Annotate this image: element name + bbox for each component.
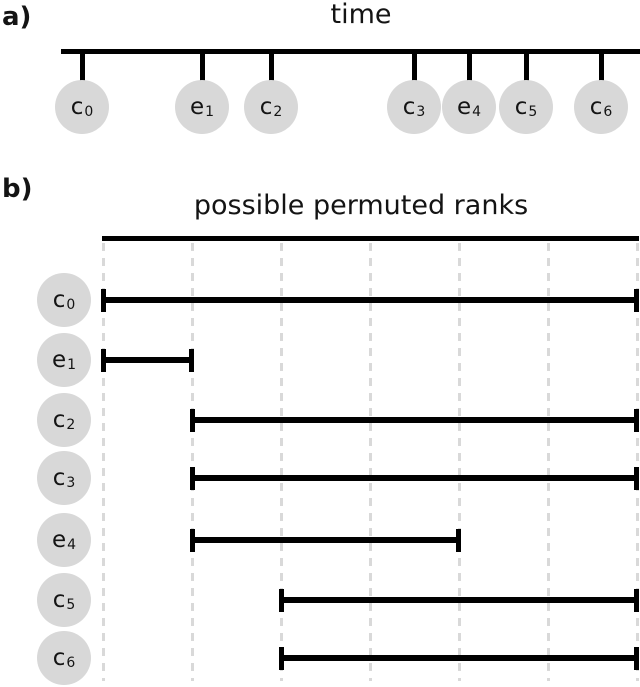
bar-cap-left-e4 — [190, 528, 195, 552]
timeline-tick-c6 — [599, 49, 604, 82]
node-label-subscript: 2 — [66, 417, 76, 433]
rank-gridline-2 — [280, 243, 283, 681]
panel-b-label: b) — [2, 174, 33, 204]
bar-cap-left-c0 — [101, 288, 106, 312]
node-label-subscript: 1 — [67, 357, 77, 373]
rank-bar-e1 — [101, 348, 194, 372]
bar-cap-right-e1 — [189, 348, 194, 372]
node-label-subscript: 4 — [67, 537, 77, 553]
node-label-subscript: 5 — [66, 597, 76, 613]
bar-cap-left-c5 — [279, 588, 284, 612]
timeline-tick-c0 — [80, 49, 85, 82]
node-label-subscript: 0 — [84, 104, 94, 120]
rank-gridline-0 — [102, 243, 105, 681]
node-label-letter: e — [189, 93, 205, 120]
node-label-subscript: 1 — [205, 104, 215, 120]
node-label-letter: c — [52, 464, 66, 491]
node-label-letter: c — [589, 93, 603, 120]
bar-cap-left-c3 — [190, 466, 195, 490]
node-label-subscript: 3 — [416, 104, 426, 120]
rank-gridline-6 — [636, 243, 639, 681]
rank-gridline-3 — [369, 243, 372, 681]
node-label-subscript: 6 — [603, 104, 613, 120]
rank-bar-c3 — [190, 466, 639, 490]
node-label-letter: c — [52, 644, 66, 671]
rank-gridline-1 — [191, 243, 194, 681]
timeline-tick-e1 — [200, 49, 205, 82]
node-label-letter: c — [52, 286, 66, 313]
node-label-letter: e — [51, 526, 67, 553]
timeline-tick-c2 — [269, 49, 274, 82]
node-label-letter: c — [402, 93, 416, 120]
panel-b: b) — [0, 160, 640, 687]
rank-bar-c0 — [101, 288, 639, 312]
bar-cap-left-c6 — [279, 646, 284, 670]
rank-bar-c6 — [279, 646, 639, 670]
bar-cap-right-c5 — [634, 588, 639, 612]
bar-cap-right-c6 — [634, 646, 639, 670]
node-label-subscript: 2 — [273, 104, 283, 120]
node-label-subscript: 4 — [472, 104, 482, 120]
timeline-tick-c5 — [524, 49, 529, 82]
node-label-subscript: 6 — [66, 655, 76, 671]
node-label-letter: e — [51, 346, 67, 373]
timeline-tick-c3 — [412, 49, 417, 82]
panel-a-label: a) — [2, 2, 32, 32]
rank-bar-c5 — [279, 588, 639, 612]
bar-cap-right-e4 — [456, 528, 461, 552]
ranks-axis — [102, 236, 639, 241]
timeline-tick-e4 — [467, 49, 472, 82]
bar-cap-right-c3 — [634, 466, 639, 490]
bar-cap-left-c2 — [190, 408, 195, 432]
rank-bar-c2 — [190, 408, 639, 432]
node-label-subscript: 0 — [66, 297, 76, 313]
rank-gridline-4 — [458, 243, 461, 681]
ranks-title: possible permuted ranks — [193, 190, 529, 221]
rank-bar-e4 — [190, 528, 461, 552]
node-label-letter: c — [514, 93, 528, 120]
node-label-subscript: 3 — [66, 475, 76, 491]
node-label-letter: c — [52, 406, 66, 433]
bar-cap-left-e1 — [101, 348, 106, 372]
timeline-title: time — [330, 0, 392, 30]
node-label-letter: e — [456, 93, 472, 120]
node-label-subscript: 5 — [528, 104, 538, 120]
node-label-letter: c — [259, 93, 273, 120]
node-label-letter: c — [52, 586, 66, 613]
node-label-letter: c — [70, 93, 84, 120]
timeline-axis — [61, 49, 640, 54]
bar-cap-right-c2 — [634, 408, 639, 432]
bar-cap-right-c0 — [634, 288, 639, 312]
rank-gridline-5 — [547, 243, 550, 681]
